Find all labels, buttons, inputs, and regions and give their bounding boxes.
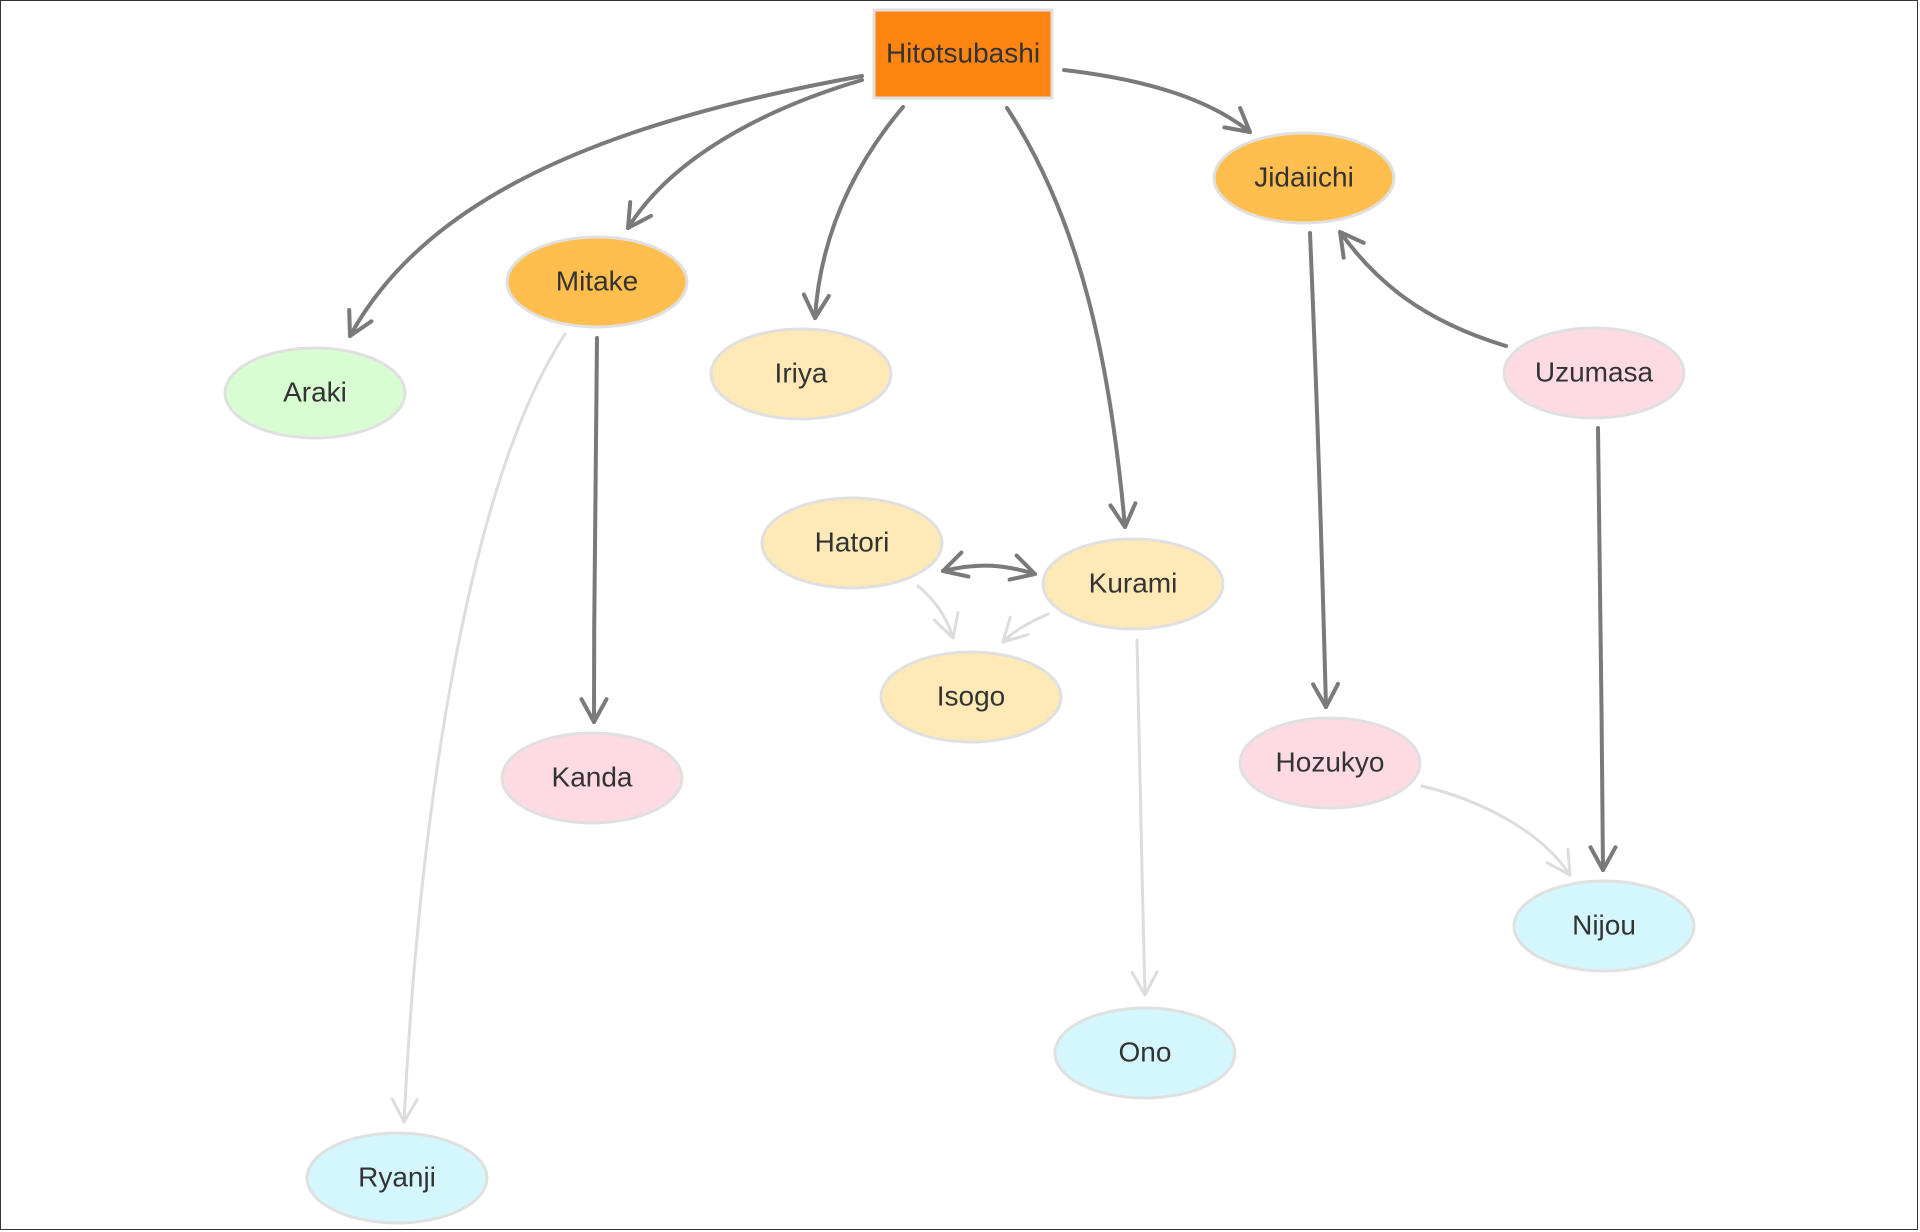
node-label: Mitake [556,265,638,296]
node-kanda[interactable]: Kanda [500,731,684,825]
edge-line [1420,784,1572,877]
node-label: Kurami [1089,567,1178,598]
edge-line [1005,106,1127,529]
node-ellipse [1238,716,1422,810]
node-ellipse [505,235,689,329]
edge-line [1135,638,1147,997]
edge-line [402,332,567,1124]
edge-mitake-to-kanda [579,336,609,724]
node-ellipse [709,327,893,421]
node-ono[interactable]: Ono [1053,1006,1237,1100]
node-ellipse [500,731,684,825]
arrowhead [626,200,653,230]
edge-uzumasa-to-nijou [1588,426,1618,872]
node-araki[interactable]: Araki [223,346,407,440]
node-uzumasa[interactable]: Uzumasa [1502,326,1686,420]
edge-uzumasa-to-jidaiichi [1338,230,1508,348]
node-nijou[interactable]: Nijou [1512,879,1696,973]
edge-kurami-to-ono [1130,638,1159,997]
edges-layer [347,68,1618,1124]
arrowhead [1338,230,1366,260]
edge-kurami-to-isogo [1001,612,1050,644]
edge-line [626,78,864,230]
node-hozukyo[interactable]: Hozukyo [1238,716,1422,810]
arrowhead [347,308,374,338]
arrowhead [1588,845,1618,872]
arrowhead [579,697,609,724]
edge-hitotsubashi-to-iriya [801,105,905,320]
node-ellipse [1053,1006,1237,1100]
node-label: Hatori [815,526,890,557]
node-kurami[interactable]: Kurami [1041,537,1225,631]
arrowhead [390,1097,419,1124]
node-ellipse [760,496,944,590]
edge-line [592,336,599,724]
node-ellipse [1212,131,1396,225]
edge-jidaiichi-to-hozukyo [1308,231,1340,709]
arrowhead [932,611,960,640]
edge-mitake-to-ryanji [390,332,567,1124]
edge-line [813,105,905,320]
node-box [872,8,1054,100]
edge-hatori-to-kurami [941,550,1037,582]
node-label: Jidaiichi [1254,161,1354,192]
edge-hatori-to-isogo [916,584,960,640]
node-label: Nijou [1572,909,1636,940]
edge-hitotsubashi-to-araki [347,74,864,338]
node-ellipse [1512,879,1696,973]
node-label: Araki [283,376,347,407]
edge-line [1338,230,1508,348]
arrowhead [1311,681,1340,709]
edge-line [1596,426,1605,872]
node-mitake[interactable]: Mitake [505,235,689,329]
node-hitotsubashi[interactable]: Hitotsubashi [872,8,1054,100]
node-label: Kanda [552,761,633,792]
arrowhead [1545,847,1572,877]
node-jidaiichi[interactable]: Jidaiichi [1212,131,1396,225]
edge-hozukyo-to-nijou [1420,784,1572,877]
node-label: Isogo [937,680,1006,711]
node-label: Ryanji [358,1161,436,1192]
edge-line [348,74,864,338]
node-label: Ono [1119,1036,1172,1067]
edge-line [941,563,1037,576]
arrowhead [1007,553,1037,582]
arrowhead [1108,501,1138,529]
node-label: Hozukyo [1276,746,1385,777]
node-ellipse [879,650,1063,744]
arrowhead [1130,970,1159,997]
arrowhead [801,292,831,320]
node-ellipse [1041,537,1225,631]
arrowhead [1001,615,1030,644]
edge-hitotsubashi-to-jidaiichi [1062,68,1252,134]
edge-hitotsubashi-to-kurami [1005,106,1138,529]
node-ellipse [223,346,407,440]
arrowhead [1222,106,1252,134]
node-ellipse [1502,326,1686,420]
edge-line [1001,612,1050,644]
edge-hitotsubashi-to-mitake [626,78,864,230]
node-ryanji[interactable]: Ryanji [305,1131,489,1225]
node-label: Hitotsubashi [886,37,1040,68]
edge-line [1062,68,1252,134]
node-hatori[interactable]: Hatori [760,496,944,590]
node-iriya[interactable]: Iriya [709,327,893,421]
node-label: Uzumasa [1535,356,1654,387]
edge-line [916,584,955,640]
node-label: Iriya [775,357,828,388]
edge-line [1308,231,1328,709]
arrowhead [941,550,971,579]
node-isogo[interactable]: Isogo [879,650,1063,744]
node-ellipse [305,1131,489,1225]
